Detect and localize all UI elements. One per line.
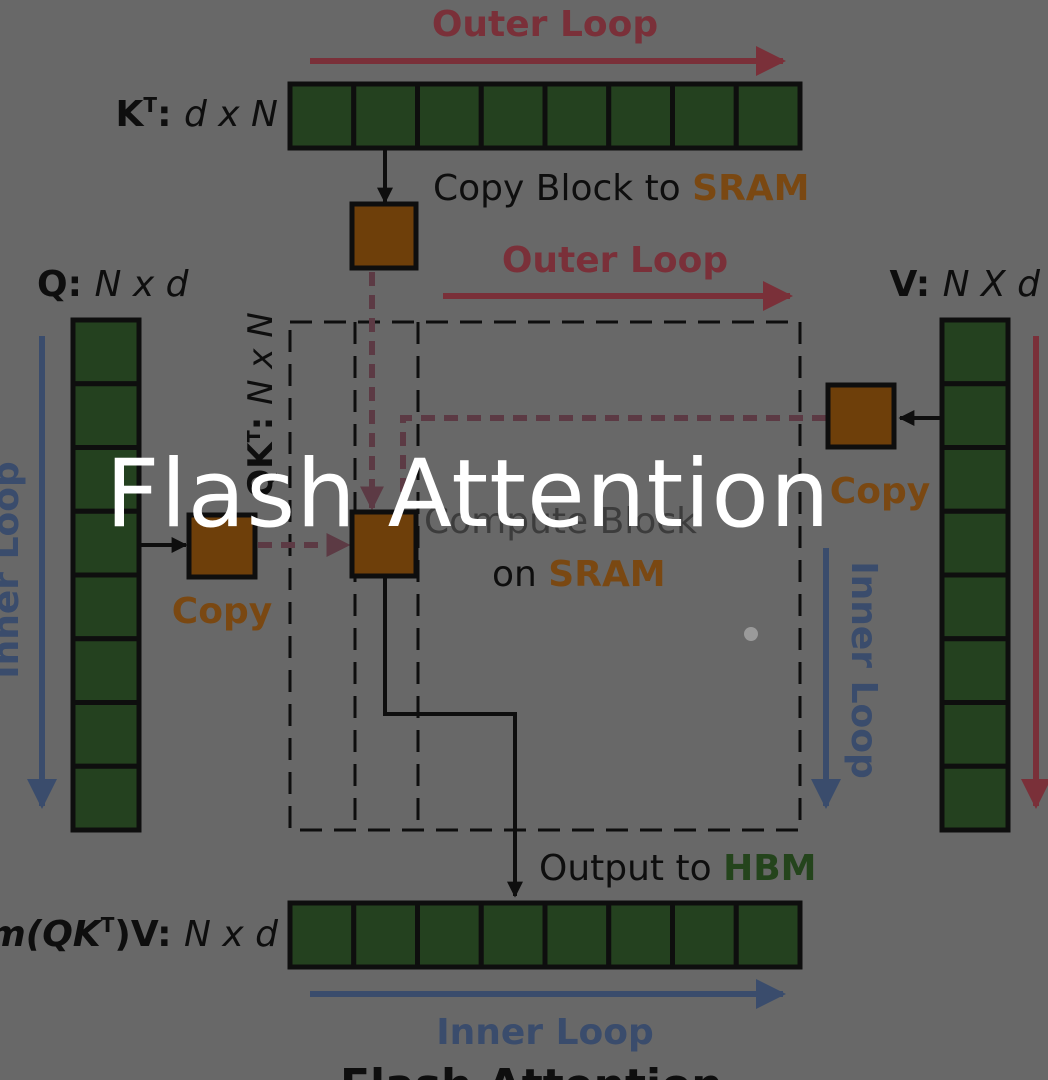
v-block	[939, 572, 1011, 642]
output-block	[542, 900, 612, 970]
q-label: Q: N x d	[37, 264, 190, 305]
q-sram-block	[186, 512, 258, 580]
kt-block	[478, 81, 548, 151]
outer-loop-top-label: Outer Loop	[432, 4, 658, 45]
output-block	[478, 900, 548, 970]
page-title: Flash Attention	[105, 440, 831, 549]
q-block	[70, 381, 142, 450]
v-block	[939, 700, 1011, 769]
copy-block-label: Copy Block to SRAM	[433, 168, 810, 209]
q-block	[70, 572, 142, 642]
v-block	[939, 381, 1011, 450]
kt-block	[351, 81, 420, 151]
kt-block	[606, 81, 675, 151]
q-block	[70, 636, 142, 705]
kt-block	[415, 81, 484, 151]
output-block	[606, 900, 675, 970]
q-block	[70, 445, 142, 514]
kt-block	[287, 81, 357, 151]
q-block	[70, 700, 142, 769]
q-block	[70, 763, 142, 833]
kt-block	[670, 81, 739, 151]
copy-left-label: Copy	[172, 591, 272, 632]
qkt-matrix-outline	[288, 320, 802, 832]
output-block-row	[287, 900, 803, 970]
kt-block-row	[287, 81, 803, 151]
kt-sram-block	[349, 201, 419, 271]
output-block	[670, 900, 739, 970]
v-block	[939, 508, 1011, 578]
v-sram-block	[825, 382, 897, 450]
outer-loop-mid-label: Outer Loop	[502, 240, 728, 281]
kt-block	[733, 81, 803, 151]
compute-block-label: Compute Block	[424, 501, 697, 542]
output-to-label: Output to HBM	[539, 848, 816, 889]
output-matrix-label: sm(QKT)V: N x d	[0, 913, 279, 955]
v-block-column	[939, 317, 1011, 833]
copy-right-label: Copy	[830, 471, 930, 512]
compute-sram-block	[349, 509, 419, 579]
inner-loop-bottom-label: Inner Loop	[436, 1012, 654, 1053]
output-path	[383, 576, 523, 898]
output-block	[733, 900, 803, 970]
diagram-caption: Flash Attention	[340, 1060, 723, 1080]
inner-loop-right-label: Inner Loop	[843, 561, 884, 779]
v-block	[939, 636, 1011, 705]
dashed-path-v-to-compute	[400, 415, 826, 508]
q-block-column	[70, 317, 142, 833]
q-block	[70, 317, 142, 387]
v-block	[939, 445, 1011, 514]
output-block	[351, 900, 420, 970]
q-block	[70, 508, 142, 578]
kt-block	[542, 81, 612, 151]
output-block	[415, 900, 484, 970]
compute-on-label: on SRAM	[492, 554, 666, 595]
v-block	[939, 763, 1011, 833]
decorative-dot	[744, 627, 758, 641]
output-block	[287, 900, 357, 970]
v-block	[939, 317, 1011, 387]
qkt-label: QKT: N x N	[241, 312, 281, 498]
kt-label: KT: d x N	[116, 93, 278, 135]
v-label: V: N X d	[889, 264, 1041, 305]
inner-loop-left-label: Inner Loop	[0, 461, 27, 679]
